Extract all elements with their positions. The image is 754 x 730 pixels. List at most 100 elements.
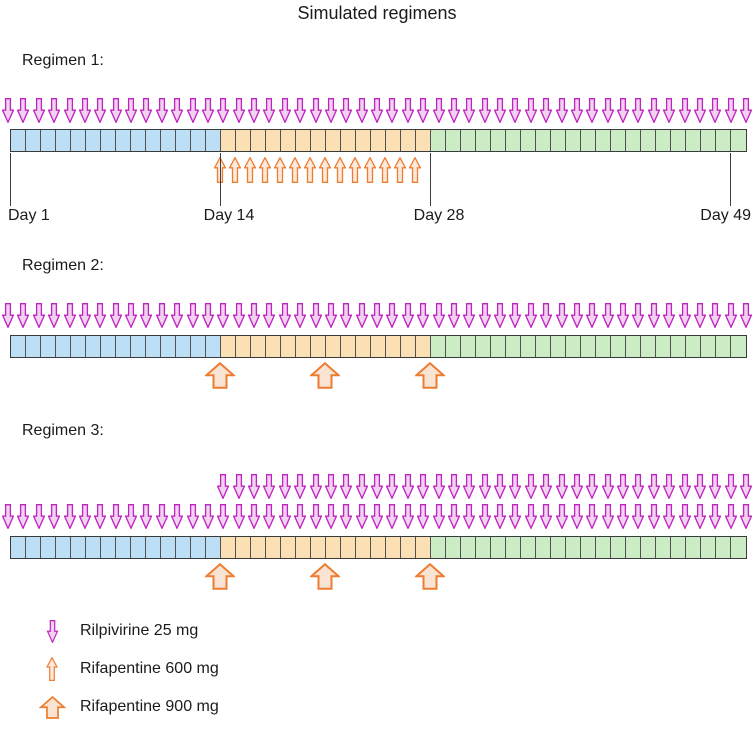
day-cell [716, 537, 731, 558]
rilpivirine-arrow-icon [417, 303, 430, 328]
rifapentine-600-arrow-icon [319, 157, 331, 183]
day-cell [371, 130, 386, 151]
rilpivirine-arrow-icon [217, 303, 230, 328]
rilpivirine-arrow-icon [355, 303, 368, 328]
timeline-bar [10, 129, 747, 152]
day-cell [116, 537, 131, 558]
rilpivirine-arrow-icon [709, 303, 722, 328]
day-cell [431, 130, 446, 151]
legend: Rilpivirine 25 mg Rifapentine 600 mg Rif… [34, 612, 219, 726]
day-cell [416, 336, 431, 357]
rilpivirine-arrow-icon [478, 474, 491, 499]
day-cell [191, 130, 206, 151]
day-cell [431, 336, 446, 357]
rilpivirine-arrow-icon [632, 303, 645, 328]
legend-row-rifapentine-900: Rifapentine 900 mg [34, 688, 219, 726]
day-tick [430, 153, 431, 206]
rifapentine-900-arrow-icon [205, 563, 235, 590]
day-cell [281, 130, 296, 151]
day-cell [566, 130, 581, 151]
day-cell [416, 130, 431, 151]
rilpivirine-arrow-icon [478, 504, 491, 529]
rilpivirine-down-arrow-icon [34, 619, 70, 643]
rilpivirine-arrow-icon [48, 504, 61, 529]
rilpivirine-arrow-icon [248, 98, 260, 123]
rilpivirine-arrow-icon [617, 303, 629, 328]
rilpivirine-arrow-icon [432, 98, 445, 123]
rilpivirine-arrow-icon [540, 504, 553, 529]
rilpivirine-arrow-icon [509, 98, 522, 123]
rilpivirine-arrow-icon [201, 303, 214, 328]
day-cell [251, 130, 266, 151]
day-cell [311, 336, 326, 357]
rilpivirine-arrow-icon [678, 303, 691, 328]
rilpivirine-arrow-icon [186, 98, 199, 123]
rilpivirine-arrow-icon [617, 474, 629, 499]
rilpivirine-arrow-icon [94, 303, 107, 328]
day-cell [221, 336, 236, 357]
day-cell [221, 130, 236, 151]
day-cell [476, 130, 491, 151]
rilpivirine-arrow-icon [540, 474, 553, 499]
day-cell [641, 537, 656, 558]
day-cell [161, 130, 176, 151]
rilpivirine-arrow-icon [693, 474, 706, 499]
rilpivirine-arrow-icon [524, 303, 537, 328]
rifapentine-900-up-arrow-icon [34, 695, 70, 719]
rilpivirine-arrow-icon [94, 98, 107, 123]
day-tick [220, 153, 221, 206]
rilpivirine-arrow-icon [647, 474, 660, 499]
day-cell [491, 537, 506, 558]
rilpivirine-arrow-icon [125, 303, 137, 328]
rilpivirine-arrow-icon [155, 504, 168, 529]
rilpivirine-arrow-icon [540, 98, 553, 123]
day-label: Day 28 [413, 207, 465, 224]
timeline-bar [10, 536, 747, 559]
day-cell [296, 130, 311, 151]
rilpivirine-arrow-icon [601, 504, 614, 529]
day-cell [596, 537, 611, 558]
day-cell [446, 336, 461, 357]
rilpivirine-arrow-icon [355, 98, 368, 123]
day-cell [281, 537, 296, 558]
rilpivirine-arrow-icon [386, 98, 399, 123]
day-cell [641, 130, 656, 151]
rilpivirine-arrow-icon [601, 303, 614, 328]
day-cell [686, 336, 701, 357]
rilpivirine-arrow-icon [324, 303, 337, 328]
rilpivirine-arrow-icon [478, 98, 491, 123]
rilpivirine-arrow-icon [171, 504, 184, 529]
day-cell [266, 537, 281, 558]
day-cell [11, 130, 26, 151]
rilpivirine-arrow-icon [586, 98, 599, 123]
day-cell [26, 537, 41, 558]
rilpivirine-arrow-icon [401, 504, 414, 529]
day-cell [641, 336, 656, 357]
day-cell [86, 537, 101, 558]
rilpivirine-arrow-icon [17, 504, 30, 529]
rifapentine-600-arrow-icon [364, 157, 376, 183]
rilpivirine-arrow-icon [586, 303, 599, 328]
day-cell [206, 130, 221, 151]
rilpivirine-arrow-icon [494, 504, 506, 529]
day-cell [206, 336, 221, 357]
day-tick [10, 153, 11, 206]
rilpivirine-arrow-icon [248, 504, 260, 529]
day-cell [101, 336, 116, 357]
rilpivirine-arrow-icon [570, 303, 583, 328]
day-cell [626, 130, 641, 151]
day-cell [86, 336, 101, 357]
rilpivirine-arrow-icon [263, 504, 276, 529]
rilpivirine-arrow-icon [740, 504, 752, 529]
day-cell [131, 130, 146, 151]
rilpivirine-arrow-icon [17, 303, 30, 328]
rilpivirine-arrow-icon [63, 98, 76, 123]
day-cell [431, 537, 446, 558]
day-cell [326, 336, 341, 357]
day-cell [206, 537, 221, 558]
day-cell [236, 130, 251, 151]
rilpivirine-arrow-icon [125, 504, 137, 529]
day-cell [266, 130, 281, 151]
rilpivirine-arrow-icon [509, 504, 522, 529]
day-cell [656, 130, 671, 151]
